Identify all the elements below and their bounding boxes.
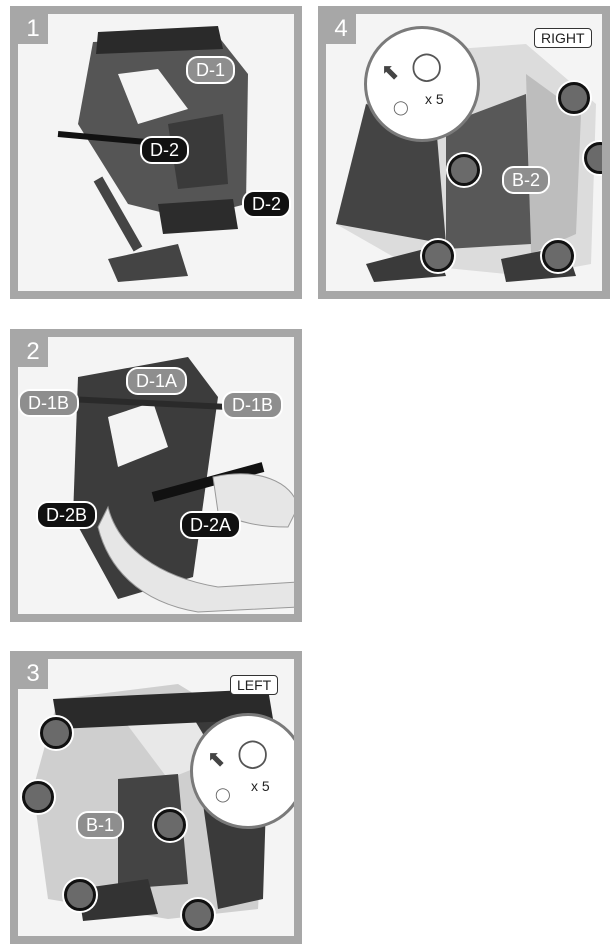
step-number: 1	[18, 14, 48, 44]
part-label-d1b: D-1B	[18, 389, 79, 417]
screw-position-marker	[584, 142, 610, 174]
screw-position-marker	[64, 879, 96, 911]
screw-icon: ◯	[411, 49, 442, 82]
part-label-d1: D-1	[186, 56, 235, 84]
step-number: 3	[18, 659, 48, 689]
screw-callout: ⬉ ◯ ◯ x 5	[190, 713, 302, 829]
screw-position-marker	[558, 82, 590, 114]
screw-icon: ◯	[237, 736, 268, 769]
step-number: 4	[326, 14, 356, 44]
screw-callout: ⬉ ◯ ◯ x 5	[364, 26, 480, 142]
step-4-panel: 4 RIGHT ⬉ ◯ ◯ x 5 B-2	[318, 6, 610, 299]
part-label-d1a: D-1A	[126, 367, 187, 395]
screw-position-marker	[22, 781, 54, 813]
part-label-d1b: D-1B	[222, 391, 283, 419]
screw-position-marker	[542, 240, 574, 272]
step-number: 2	[18, 337, 48, 367]
screw-quantity: x 5	[425, 91, 444, 107]
part-label-d2b: D-2B	[36, 501, 97, 529]
screw-position-marker	[154, 809, 186, 841]
part-label-d2: D-2	[140, 136, 189, 164]
screw-position-marker	[182, 899, 214, 931]
side-label-left: LEFT	[230, 675, 278, 695]
screw-quantity: x 5	[251, 778, 270, 794]
part-label-b2: B-2	[502, 166, 550, 194]
washer-icon: ◯	[215, 786, 231, 803]
part-label-b1: B-1	[76, 811, 124, 839]
washer-icon: ◯	[393, 99, 409, 116]
part-label-d2: D-2	[242, 190, 291, 218]
step-3-panel: 3 LEFT ⬉ ◯ ◯ x 5 B-1	[10, 651, 302, 944]
step-2-panel: 2 D-1A D-1B D-1B D-2B D-2A	[10, 329, 302, 622]
step-1-panel: 1 D-1 D-2 D-2	[10, 6, 302, 299]
side-label-right: RIGHT	[534, 28, 592, 48]
arrow-icon: ⬉	[381, 59, 399, 85]
screw-position-marker	[40, 717, 72, 749]
screw-position-marker	[422, 240, 454, 272]
arrow-icon: ⬉	[207, 746, 225, 772]
part-label-d2a: D-2A	[180, 511, 241, 539]
screw-position-marker	[448, 154, 480, 186]
